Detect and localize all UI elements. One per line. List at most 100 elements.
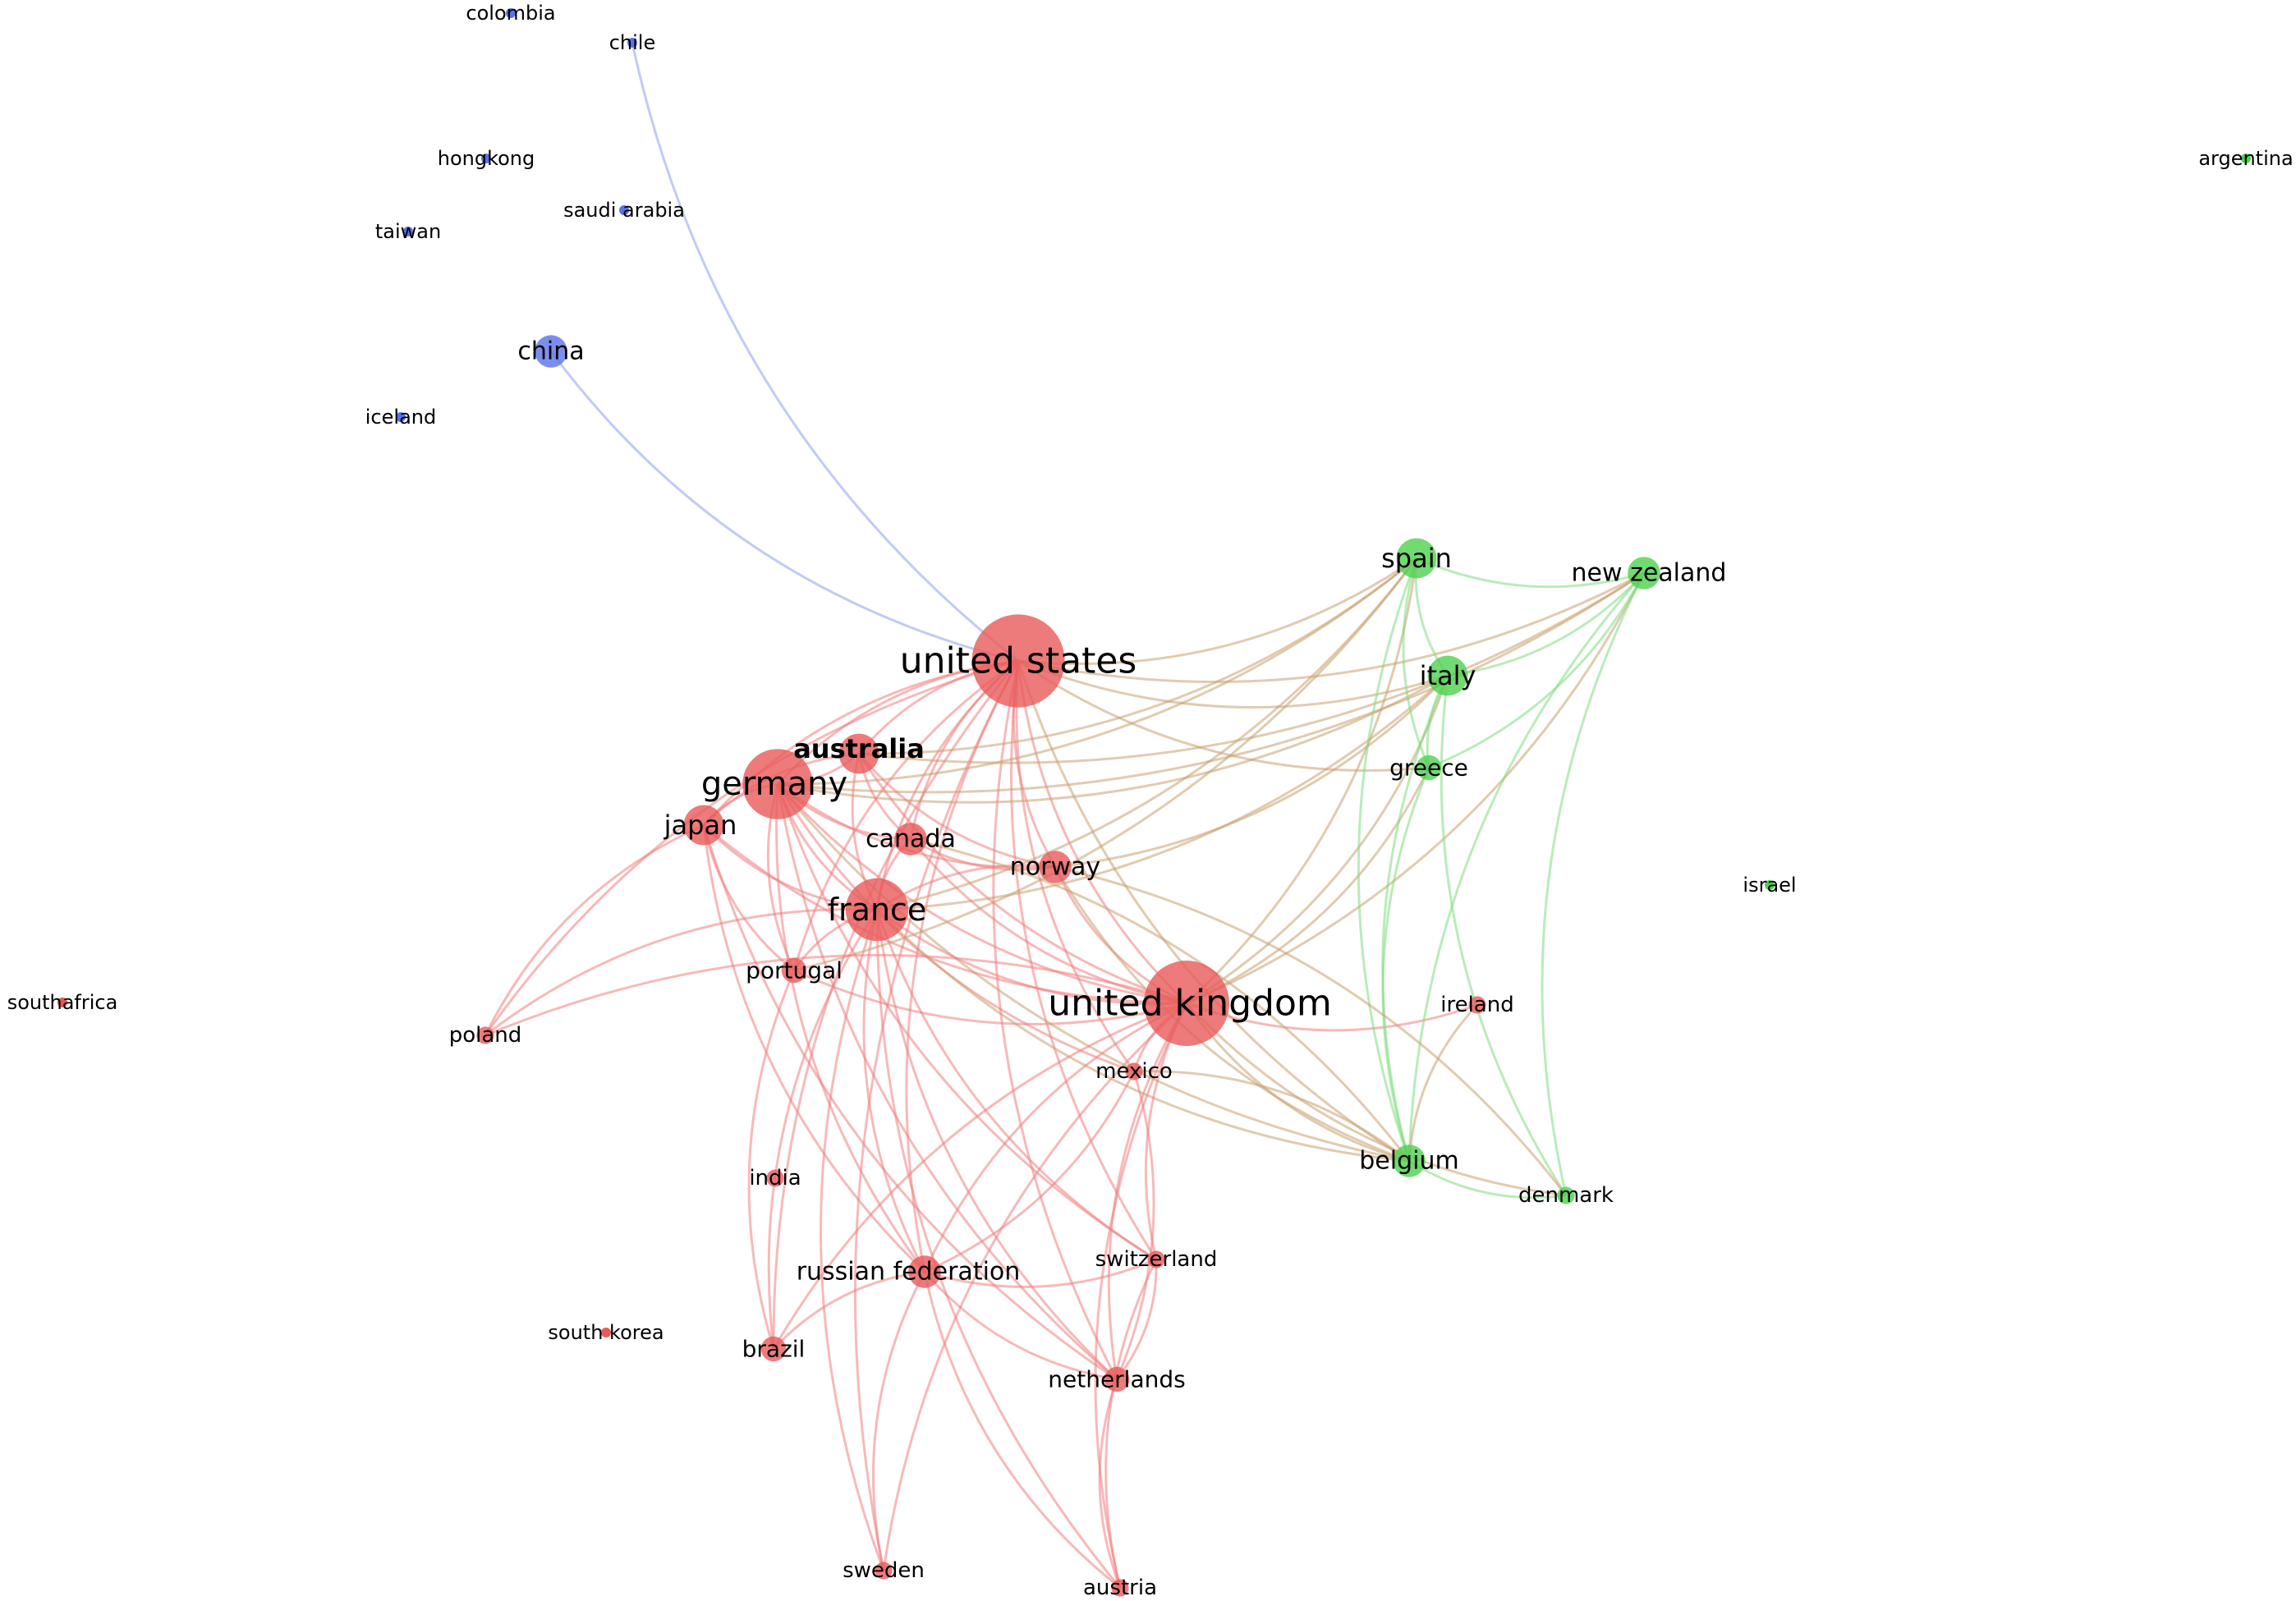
edge-france-poland [484,908,878,1037]
node-label-japan: japan [664,810,737,841]
node-brazil[interactable] [760,1336,787,1362]
edge-unitedkingdom-brazil [772,1002,1187,1350]
node-israel[interactable] [1765,880,1775,890]
node-hongkong[interactable] [481,154,491,163]
node-unitedkingdom[interactable] [1144,961,1229,1046]
node-australia[interactable] [838,733,879,774]
node-taiwan[interactable] [403,227,413,236]
node-chile[interactable] [627,38,637,48]
node-canada[interactable] [894,823,927,856]
edge-russianfederation-switzerland [924,1258,1157,1288]
edge-australia-spain [858,557,1417,755]
edge-unitedkingdom-netherlands [1107,1002,1188,1380]
edge-newzealand-belgium [1407,572,1646,1162]
edge-unitedstates-switzerland [1010,660,1158,1260]
node-portugal[interactable] [781,957,807,984]
node-china[interactable] [535,335,567,368]
edge-unitedstates-japan [702,659,1019,827]
edge-norway-belgium [1054,866,1410,1163]
node-label-hongkong: hongkong [438,147,535,170]
node-germany[interactable] [742,749,813,819]
edge-chile-unitedstates [631,42,1019,663]
node-label-argentina: argentina [2198,147,2293,170]
node-austria[interactable] [1111,1579,1129,1597]
node-label-germany: germany [701,765,847,803]
edge-italy-belgium [1381,675,1449,1162]
edge-france-brazil [767,909,879,1350]
node-label-netherlands: netherlands [1048,1366,1185,1393]
node-label-russianfederation: russian federation [797,1258,1021,1287]
node-argentina[interactable] [2241,154,2251,163]
edge-germany-belgium [776,783,1410,1163]
edge-denmark-norway [1054,865,1568,1196]
edge-unitedstates-poland [484,659,1019,1036]
edge-unitedkingdom-poland [484,953,1187,1037]
edge-germany-switzerland [776,783,1157,1261]
edge-belgium-mexico [1133,1070,1410,1163]
node-label-norway: norway [1010,853,1100,882]
node-southafrica[interactable] [57,998,67,1007]
node-colombia[interactable] [506,8,516,18]
node-label-unitedstates: united states [900,640,1137,682]
edge-unitedkingdom-italy [1186,675,1449,1005]
node-label-taiwan: taiwan [375,220,441,243]
node-netherlands[interactable] [1104,1366,1130,1392]
node-label-iceland: iceland [365,406,436,429]
node-label-greece: greece [1389,755,1468,782]
node-iceland[interactable] [396,412,406,422]
edge-unitedstates-netherlands [992,660,1118,1380]
node-label-israel: israel [1743,874,1796,897]
node-southkorea[interactable] [601,1328,611,1337]
node-mexico[interactable] [1125,1062,1143,1080]
node-unitedstates[interactable] [971,614,1065,708]
node-newzealand[interactable] [1628,557,1660,589]
edge-portugal-brazil [747,970,796,1350]
node-poland[interactable] [476,1026,494,1044]
node-label-switzerland: switzerland [1095,1247,1218,1272]
node-switzerland[interactable] [1147,1250,1165,1268]
edge-france-sweden [819,909,885,1571]
node-label-china: china [517,337,584,366]
edges-layer [484,42,1646,1590]
node-france[interactable] [845,878,909,942]
node-japan[interactable] [683,805,724,846]
edge-portugal-spain [793,557,1418,972]
edge-germany-unitedkingdom [776,782,1187,1005]
node-belgium[interactable] [1393,1145,1426,1177]
node-greece[interactable] [1416,755,1442,781]
node-denmark[interactable] [1557,1186,1575,1204]
node-ireland[interactable] [1468,996,1486,1014]
node-russianfederation[interactable] [908,1255,941,1288]
node-label-australia: australia [793,733,925,764]
node-spain[interactable] [1396,538,1437,579]
node-label-chile: chile [609,31,656,54]
node-label-portugal: portugal [746,957,843,984]
node-label-denmark: denmark [1518,1183,1614,1208]
node-label-colombia: colombia [466,2,555,25]
node-label-austria: austria [1083,1576,1157,1600]
edge-unitedkingdom-denmark [1185,1002,1567,1197]
edge-unitedkingdom-sweden [882,1002,1188,1571]
node-india[interactable] [766,1169,784,1187]
edge-unitedstates-belgium [1017,660,1410,1163]
edge-italy-newzealand [1447,571,1646,677]
edge-unitedkingdom-russianfederation [923,1002,1187,1273]
edge-australia-norway [857,753,1056,869]
edge-netherlands-switzerland [1115,1259,1158,1380]
node-norway[interactable] [1039,851,1072,883]
edge-unitedkingdom-newzealand [1186,572,1646,1005]
node-label-mexico: mexico [1095,1059,1173,1084]
edge-germany-italy [777,674,1449,804]
node-label-southafrica: southafrica [7,991,118,1014]
edge-spain-newzealand [1416,557,1645,589]
node-sweden[interactable] [875,1562,893,1580]
edge-unitedstates-spain [1017,557,1417,665]
edge-italy-denmark [1440,675,1568,1196]
edge-netherlands-mexico [1115,1071,1155,1380]
node-italy[interactable] [1427,655,1468,696]
edge-russianfederation-mexico [924,1071,1136,1273]
node-label-ireland: ireland [1440,993,1513,1017]
node-label-spain: spain [1381,543,1452,574]
node-saudiarabia[interactable] [619,205,629,215]
